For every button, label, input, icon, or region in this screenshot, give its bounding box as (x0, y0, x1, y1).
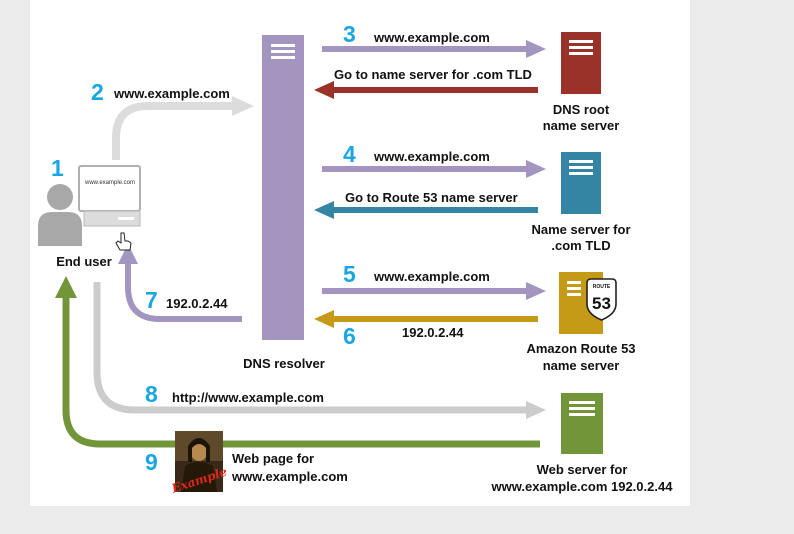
dns-root-server: DNS root name server (543, 32, 620, 133)
tld-reply-label: Go to Route 53 name server (345, 190, 518, 205)
tld-server: Name server for .com TLD (532, 152, 631, 253)
step-5-number: 5 (343, 261, 356, 287)
step-4-label: www.example.com (373, 149, 490, 164)
dns-resolver-label: DNS resolver (243, 356, 325, 371)
arrow-step-7 (118, 244, 242, 322)
step-5-label: www.example.com (373, 269, 490, 284)
web-page-thumbnail: Example (169, 431, 229, 496)
tld-label-line1: Name server for (532, 222, 631, 237)
arrow-step-6 (314, 310, 538, 328)
step-6-number: 6 (343, 323, 356, 349)
step-4-number: 4 (343, 141, 356, 167)
dns-root-label-line2: name server (543, 118, 620, 133)
step-8-number: 8 (145, 381, 158, 407)
arrow-tld-reply (314, 201, 538, 219)
step-9-label-line2: www.example.com (231, 469, 348, 484)
dns-root-label-line1: DNS root (553, 102, 610, 117)
step-3-number: 3 (343, 21, 356, 47)
arrow-step-8 (93, 282, 546, 419)
step-7-label: 192.0.2.44 (166, 296, 228, 311)
computer-monitor-icon: www.example.com (78, 165, 141, 227)
arrow-step-4 (322, 160, 546, 178)
step-7-number: 7 (145, 287, 158, 313)
server-icon (561, 152, 601, 214)
arrow-root-reply (314, 81, 538, 99)
route53-label-line1: Amazon Route 53 (526, 341, 635, 356)
user-silhouette-icon (38, 184, 82, 246)
dns-resolver: DNS resolver (243, 35, 325, 371)
server-icon (561, 393, 603, 454)
step-1-number: 1 (51, 155, 64, 181)
browser-url-text: www.example.com (84, 180, 135, 186)
arrow-step-2 (112, 96, 254, 160)
route53-shield-icon: ROUTE 53 (586, 278, 617, 321)
arrow-step-5 (322, 282, 546, 300)
route53-badge-top: ROUTE (593, 284, 611, 290)
route53-badge-number: 53 (592, 294, 611, 313)
step-2-number: 2 (91, 79, 104, 105)
root-reply-label: Go to name server for .com TLD (334, 67, 532, 82)
step-9-number: 9 (145, 449, 158, 475)
end-user: www.example.com 1 End user (38, 155, 141, 269)
resolver-server-icon (262, 35, 304, 340)
step-6-label: 192.0.2.44 (402, 325, 464, 340)
web-server: Web server for www.example.com 192.0.2.4… (491, 393, 674, 494)
step-8-label: http://www.example.com (172, 390, 324, 405)
step-2-label: www.example.com (113, 86, 230, 101)
arrow-step-9 (55, 276, 540, 448)
webserver-label-line2: www.example.com 192.0.2.44 (491, 479, 674, 494)
route53-server: ROUTE 53 Amazon Route 53 name server (526, 272, 636, 373)
step-3-label: www.example.com (373, 30, 490, 45)
webserver-label-line1: Web server for (537, 462, 628, 477)
tld-label-line2: .com TLD (551, 238, 610, 253)
server-icon (561, 32, 601, 94)
end-user-label: End user (56, 254, 112, 269)
hand-cursor-icon (115, 232, 132, 251)
arrow-step-3 (322, 40, 546, 58)
route53-label-line2: name server (543, 358, 620, 373)
step-9-label-line1: Web page for (232, 451, 314, 466)
